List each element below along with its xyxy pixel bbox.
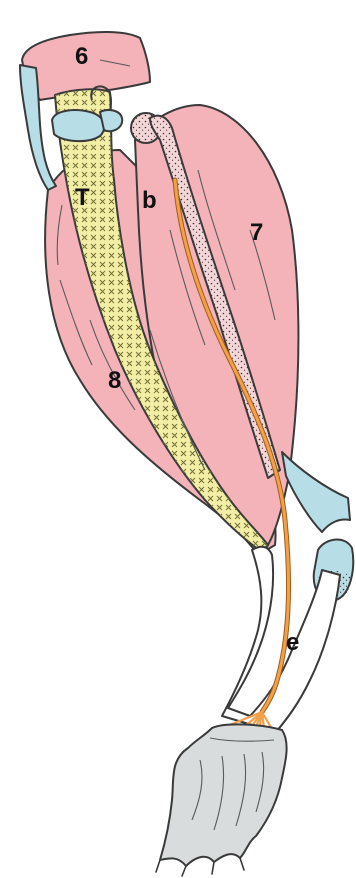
label-region-e: e [286, 629, 299, 656]
label-region-b: b [142, 187, 157, 214]
claws [156, 858, 244, 876]
label-muscle-6: 6 [75, 43, 88, 70]
forearm-shape [222, 547, 340, 732]
label-muscle-7: 7 [250, 219, 263, 246]
tendon-loop-3 [100, 110, 122, 131]
label-muscle-8: 8 [108, 367, 121, 394]
tendon-loop-1 [52, 110, 104, 141]
tendon-right [282, 452, 350, 532]
label-bone-t: T [75, 184, 90, 211]
paw-shape [160, 724, 287, 866]
